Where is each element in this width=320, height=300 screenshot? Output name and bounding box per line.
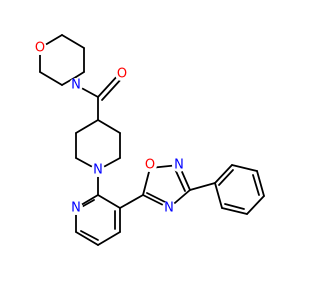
morpholine-oxygen-atom: O [33,41,47,56]
bond [142,167,151,196]
bond [75,71,85,78]
bond [97,194,121,209]
bond [221,207,248,215]
bond [214,164,233,184]
piperidine-nitrogen-atom: N [91,163,105,178]
atom-n: N [164,201,174,216]
double-bond [146,192,168,204]
atom-o: O [35,41,45,56]
double-bond [252,174,260,196]
molecule-canvas: O N O N N O [33,34,265,246]
pyridine-nitrogen-atom: N [69,201,83,216]
atom-n: N [174,158,184,173]
morpholine-nitrogen-atom: N [69,78,83,93]
double-bond [174,168,186,192]
bond [97,231,121,246]
atom-n: N [71,201,81,216]
atom-label-layer: O N O N N O [33,41,186,216]
bond [246,195,265,215]
bond [256,170,265,197]
carbonyl-oxygen-atom: O [115,67,129,82]
bond [231,164,258,172]
bond [75,231,99,246]
bond [97,119,121,134]
bond [61,76,77,86]
bond [39,71,63,86]
atom-o: O [145,158,155,173]
double-bond [224,203,245,210]
bond [61,34,85,49]
molecule-structure-diagram: O N O N N O [33,34,265,246]
double-bond [80,230,99,241]
atom-o: O [117,67,127,82]
bond [214,182,223,209]
oxadiazole-nitrogen-4-atom: N [162,201,176,216]
atom-n: N [71,78,81,93]
double-bond [218,169,234,186]
atom-n: N [93,163,103,178]
bond [189,182,216,191]
bond [119,194,144,209]
oxadiazole-oxygen-atom: O [143,158,157,173]
bond [75,119,99,134]
oxadiazole-nitrogen-2-atom: N [172,158,186,173]
double-bond [101,76,124,101]
